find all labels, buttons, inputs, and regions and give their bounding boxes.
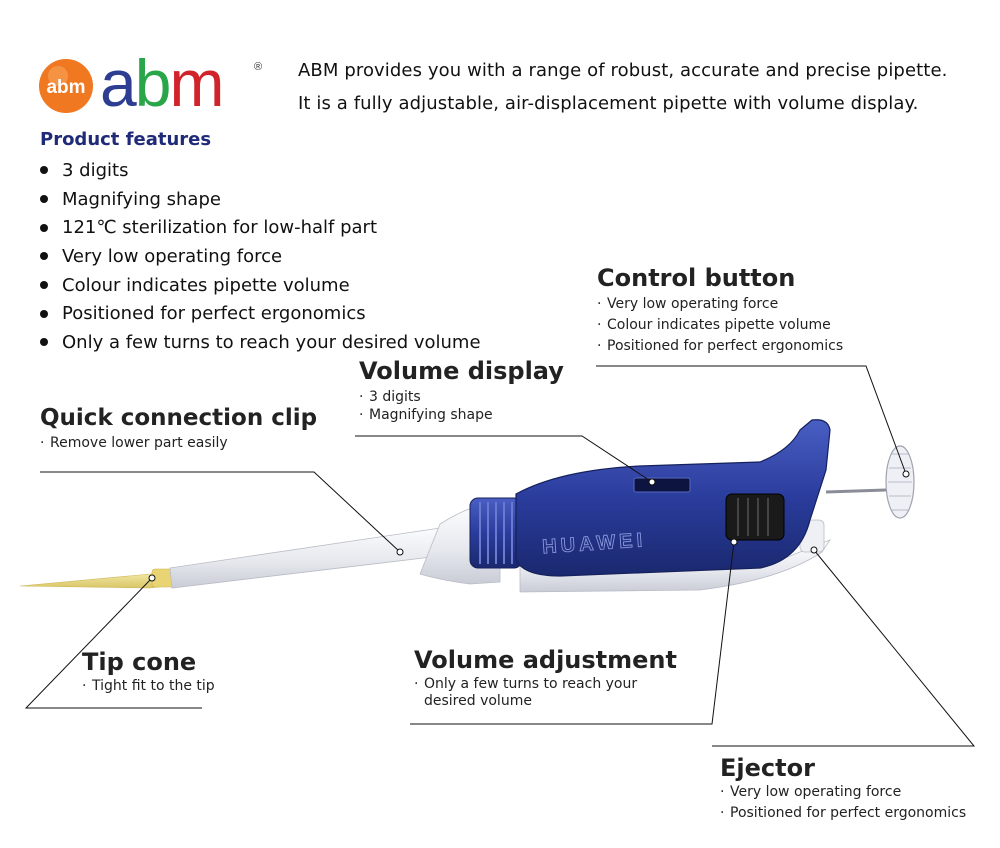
control-button-point: ·Positioned for perfect ergonomics: [597, 338, 844, 354]
control-button-title: Control button: [597, 264, 796, 292]
bullet-icon: [40, 195, 48, 204]
intro-line-2: It is a fully adjustable, air-displaceme…: [298, 93, 919, 114]
leader-control-button: [596, 365, 907, 475]
tip-cone-title: Tip cone: [82, 648, 197, 676]
callout-volume-adjustment: Volume adjustment ·Only a few turns to r…: [414, 646, 677, 710]
product-features-title: Product features: [40, 129, 212, 150]
callout-ejector: Ejector ·Very low operating force ·Posit…: [720, 754, 966, 824]
bullet-icon: [40, 166, 48, 175]
ejector-title: Ejector: [720, 754, 815, 782]
feature-item: Magnifying shape: [40, 185, 481, 214]
feature-item: 121℃ sterilization for low-half part: [40, 213, 481, 242]
feature-item: Very low operating force: [40, 242, 481, 271]
volume-display-point: ·3 digits: [359, 389, 421, 405]
volume-display-point: ·Magnifying shape: [359, 407, 493, 423]
leader-volume-adjustment: [410, 541, 735, 725]
volume-adjustment-point: ·Only a few turns to reach your: [414, 676, 638, 692]
svg-text:abm: abm: [100, 50, 222, 116]
intro-line-1: ABM provides you with a range of robust,…: [298, 60, 948, 81]
registered-mark: ®: [254, 61, 262, 73]
volume-display-title: Volume display: [359, 357, 564, 385]
callout-control-button: Control button ·Very low operating force…: [597, 264, 843, 357]
feature-item: Colour indicates pipette volume: [40, 271, 481, 300]
bullet-icon: [40, 338, 48, 347]
quick-clip-point: ·Remove lower part easily: [40, 435, 228, 451]
callout-tip-cone: Tip cone ·Tight fit to the tip: [82, 648, 215, 697]
feature-item: Positioned for perfect ergonomics: [40, 299, 481, 328]
tip-cone-point: ·Tight fit to the tip: [82, 678, 215, 694]
control-button-point: ·Colour indicates pipette volume: [597, 317, 831, 333]
volume-adjustment-title: Volume adjustment: [414, 646, 677, 674]
control-button-point: ·Very low operating force: [597, 296, 779, 312]
bullet-icon: [40, 252, 48, 261]
feature-item: Only a few turns to reach your desired v…: [40, 328, 481, 357]
leader-ejector: [712, 549, 976, 747]
volume-adjustment-knob: [725, 493, 785, 541]
ejector-point: ·Very low operating force: [720, 784, 902, 800]
bullet-icon: [40, 309, 48, 318]
bullet-icon: [40, 281, 48, 290]
logo-badge-text: abm: [46, 77, 85, 98]
leader-volume-display: [355, 435, 653, 483]
leader-tip-cone: [24, 577, 202, 709]
ejector-point: ·Positioned for perfect ergonomics: [720, 805, 967, 821]
leader-quick-clip: [40, 471, 401, 553]
abm-logo: abm abm ®: [39, 50, 262, 116]
product-features-list: 3 digits Magnifying shape 121℃ steriliza…: [40, 156, 481, 357]
volume-display-window: [633, 477, 691, 493]
bullet-icon: [40, 223, 48, 232]
callout-volume-display: Volume display ·3 digits ·Magnifying sha…: [359, 357, 564, 424]
volume-adjustment-point-cont: desired volume: [424, 693, 532, 709]
callout-quick-clip: Quick connection clip ·Remove lower part…: [40, 405, 317, 454]
plunger-rod: [825, 488, 887, 494]
quick-clip-title: Quick connection clip: [40, 405, 318, 431]
feature-item: 3 digits: [40, 156, 481, 185]
